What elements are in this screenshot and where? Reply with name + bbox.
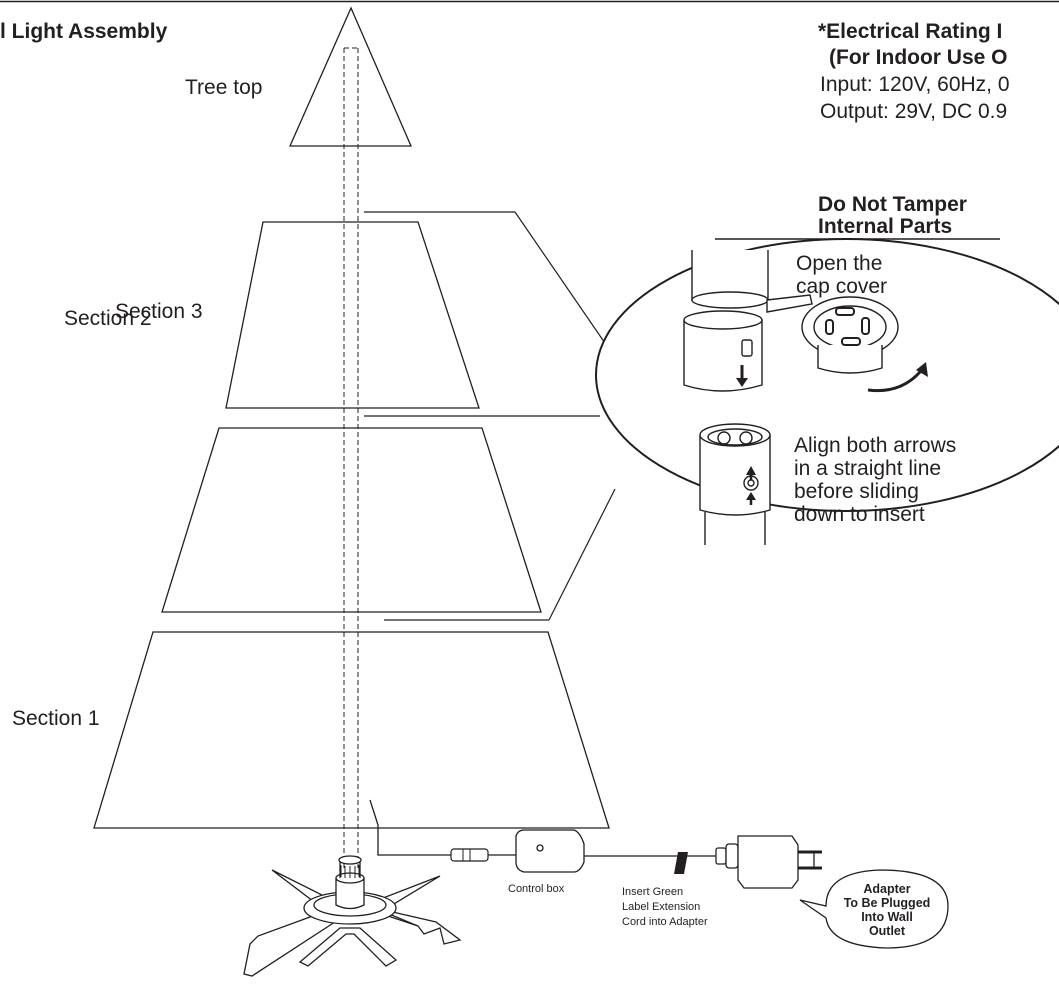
- insert-text-3: Cord into Adapter: [622, 916, 708, 928]
- detail-magnifier: Open the cap cover Align both arrows in …: [595, 238, 1059, 545]
- section1-shape: [93, 631, 610, 829]
- bubble-line-2: To Be Plugged: [844, 896, 931, 910]
- cap-slots: [825, 307, 870, 346]
- electrical-input: Input: 120V, 60Hz, 0: [820, 73, 1010, 96]
- insert-text-1: Insert Green: [622, 886, 683, 898]
- label-section3: Section 3: [115, 300, 203, 323]
- alignment-arrows: [746, 466, 756, 505]
- adapter-illustration: [715, 835, 822, 889]
- bubble-line-4: Outlet: [869, 924, 906, 938]
- align-text-2: in a straight line: [794, 457, 941, 480]
- green-label-band: [674, 852, 688, 874]
- tree-top-shape: [289, 6, 412, 147]
- align-text-4: down to insert: [794, 503, 925, 526]
- label-section2: Section 2: [64, 307, 152, 330]
- label-section1: Section 1: [12, 707, 100, 730]
- warning-line-2: Internal Parts: [818, 215, 952, 238]
- power-cord: [369, 799, 716, 857]
- tree-outline: [93, 6, 610, 829]
- electrical-heading-2: (For Indoor Use O: [829, 46, 1008, 69]
- label-tree-top: Tree top: [185, 76, 262, 99]
- electrical-rating: *Electrical Rating I (For Indoor Use O I…: [818, 20, 1010, 123]
- stand-ribs: [340, 865, 360, 878]
- insert-text-2: Label Extension: [622, 901, 700, 913]
- section2-shape: [161, 427, 542, 613]
- control-box-illustration: [515, 829, 585, 873]
- bubble-line-3: Into Wall: [861, 910, 913, 924]
- rotate-arrow-icon: [867, 370, 922, 393]
- warning-block: Do Not Tamper Internal Parts: [715, 193, 1000, 240]
- adapter-bubble: Adapter To Be Plugged Into Wall Outlet: [799, 869, 949, 949]
- control-box-label: Control box: [508, 883, 565, 895]
- cap-text-1: Open the: [796, 252, 882, 275]
- detail-leader-lines: [364, 211, 616, 621]
- pole-connector-illustration: [699, 423, 771, 545]
- electrical-heading-1: *Electrical Rating I: [818, 20, 1002, 43]
- align-text-1: Align both arrows: [794, 434, 956, 457]
- electrical-output: Output: 29V, DC 0.9: [820, 100, 1007, 123]
- section3-shape: [225, 221, 480, 409]
- rotate-arrowhead-icon: [916, 362, 928, 377]
- align-text-3: before sliding: [794, 480, 919, 503]
- cap-text-2: cap cover: [796, 275, 887, 298]
- warning-line-1: Do Not Tamper: [818, 193, 967, 216]
- tree-stand: [243, 855, 462, 977]
- page-title: l Light Assembly: [0, 20, 168, 43]
- center-pole: [343, 47, 359, 868]
- bubble-line-1: Adapter: [863, 882, 910, 896]
- cap-connector-illustration: [683, 250, 899, 392]
